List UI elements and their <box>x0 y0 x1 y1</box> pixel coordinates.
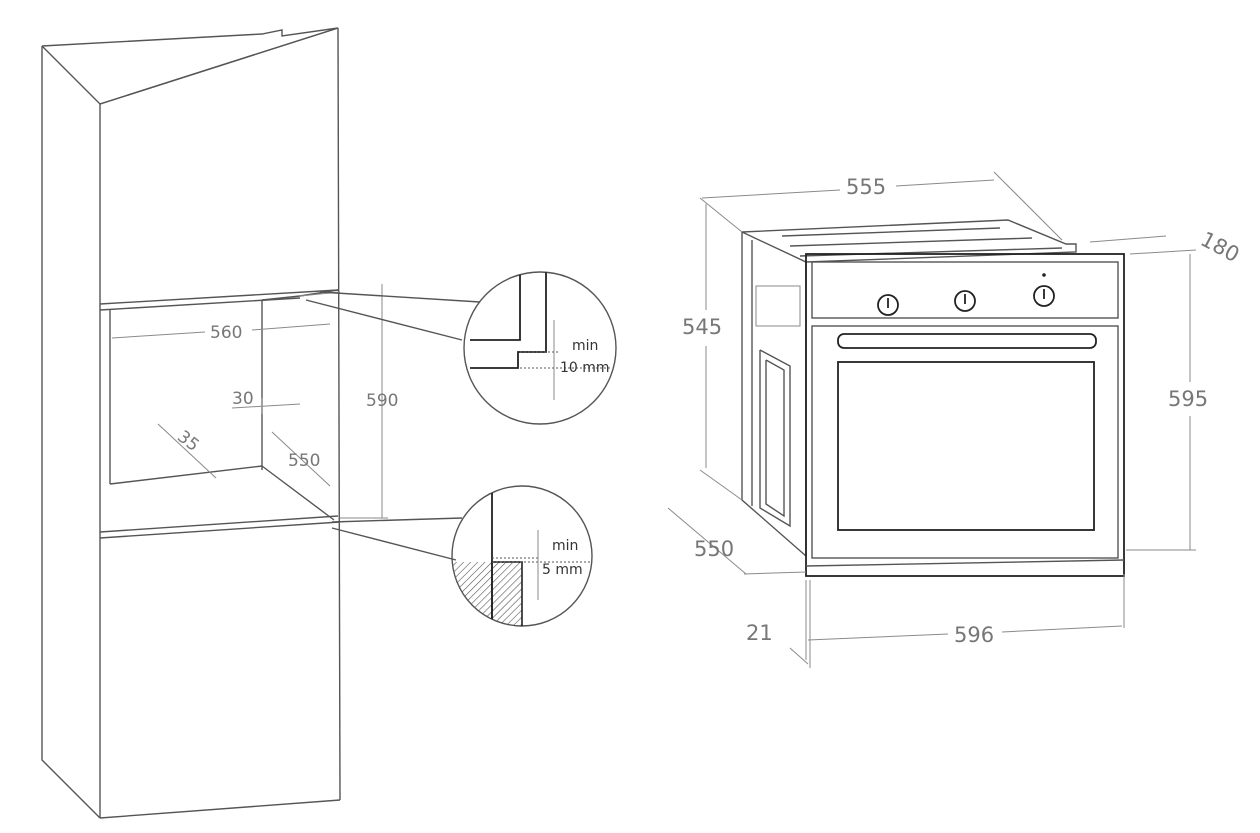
detail-top-circle <box>463 271 617 425</box>
door-handle <box>837 333 1097 349</box>
knob-center-icon <box>954 290 976 312</box>
oven-dimensions: 555 545 180 595 550 596 21 <box>667 171 1244 668</box>
total-height-label: 595 <box>1168 387 1208 411</box>
oven-door <box>811 325 1119 559</box>
knob-left-icon <box>877 294 899 316</box>
detail-bottom-clearance: min 5 mm <box>451 485 593 627</box>
tall-cabinet <box>41 27 341 819</box>
panel-thickness-label: 21 <box>746 621 773 645</box>
control-panel <box>811 261 1119 319</box>
niche-height-label: 590 <box>366 391 398 411</box>
depth-label: 550 <box>694 537 734 561</box>
detail-bottom-value: 5 mm <box>542 562 583 578</box>
offset-30-label: 30 <box>232 389 254 409</box>
detail-top-value: 10 mm <box>560 360 610 376</box>
top-width-label: 555 <box>846 175 886 199</box>
control-depth-label: 180 <box>1197 227 1244 267</box>
body-height-label: 545 <box>682 315 722 339</box>
detail-top-clearance: min 10 mm <box>463 271 617 425</box>
oven-front-panel <box>805 253 1125 577</box>
detail-bottom-min: min <box>552 538 578 554</box>
oven-window <box>837 361 1095 531</box>
offset-35-label: 35 <box>173 427 202 456</box>
niche-depth-label: 550 <box>288 451 320 471</box>
front-width-label: 596 <box>954 623 994 647</box>
built-in-oven <box>741 219 1125 577</box>
knob-right-icon <box>1033 285 1055 307</box>
niche-width-label: 560 <box>210 323 242 343</box>
detail-top-min: min <box>572 338 598 354</box>
